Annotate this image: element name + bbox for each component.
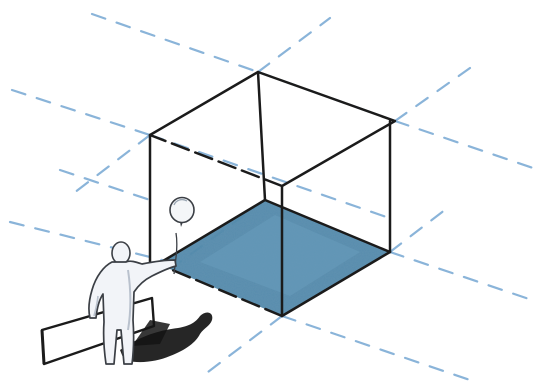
guide-line	[390, 252, 532, 300]
guide-line	[200, 316, 282, 378]
guide-line	[92, 14, 258, 72]
guide-line	[282, 316, 470, 380]
guide-line	[12, 90, 150, 135]
guide-line	[10, 222, 170, 262]
guide-line	[395, 68, 470, 121]
cube-top-edge	[150, 72, 395, 186]
cube-vertical-edge-back	[258, 72, 265, 200]
guide-line	[390, 206, 450, 252]
guide-line	[60, 170, 150, 200]
guide-line	[258, 18, 330, 72]
guide-line	[395, 121, 533, 168]
